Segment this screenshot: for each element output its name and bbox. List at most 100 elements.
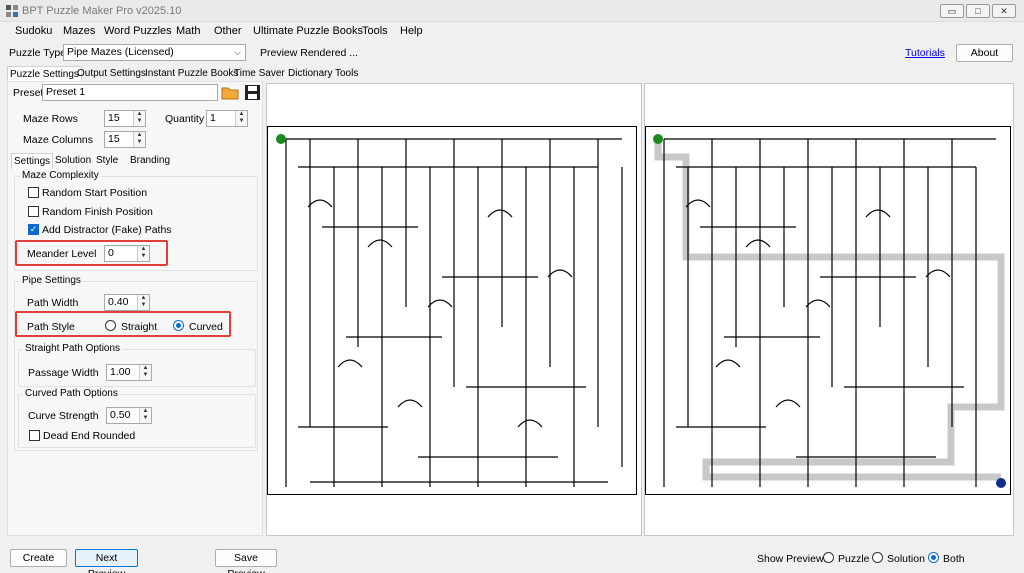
menu-mazes[interactable]: Mazes: [63, 25, 96, 37]
save-preview-button[interactable]: Save Preview: [215, 549, 277, 573]
sub-tabs: Settings Solution Style Branding: [11, 153, 171, 169]
tab-dictionary[interactable]: Dictionary: [288, 68, 333, 79]
meander-level-stepper[interactable]: 0 ▲▼: [104, 245, 150, 262]
menu-help[interactable]: Help: [400, 25, 423, 37]
tab-puzzle-settings[interactable]: Puzzle Settings: [7, 66, 82, 82]
path-width-stepper[interactable]: 0.40 ▲▼: [104, 294, 150, 311]
tab-settings[interactable]: Settings: [11, 153, 54, 169]
maze-columns-value: 15: [108, 133, 120, 145]
create-button[interactable]: Create: [10, 549, 67, 567]
passage-width-value: 1.00: [110, 366, 131, 378]
solution-maze: [645, 126, 1011, 495]
maze-rows-label: Maze Rows: [23, 113, 78, 125]
puzzle-type-label: Puzzle Type: [9, 47, 67, 59]
curved-label: Curved: [189, 321, 223, 333]
random-finish-checkbox[interactable]: [28, 206, 39, 217]
show-preview-label: Show Preview:: [757, 553, 827, 565]
puzzle-preview-pane: [266, 83, 642, 536]
preset-label: Preset: [13, 87, 44, 99]
solution-path: [654, 139, 1005, 481]
quantity-stepper[interactable]: 1 ▲▼: [206, 110, 248, 127]
maze-complexity-group: [14, 176, 258, 271]
meander-level-value: 0: [108, 247, 114, 259]
path-style-label: Path Style: [27, 321, 75, 333]
both-radio[interactable]: [928, 552, 939, 563]
finish-marker: [996, 478, 1006, 488]
menu-tools[interactable]: Tools: [362, 25, 388, 37]
dead-end-rounded-checkbox[interactable]: [29, 430, 40, 441]
tutorials-link[interactable]: Tutorials: [905, 47, 945, 59]
passage-width-stepper[interactable]: 1.00 ▲▼: [106, 364, 152, 381]
app-logo-icon: [6, 5, 18, 17]
menu-sudoku[interactable]: Sudoku: [15, 25, 53, 37]
passage-width-label: Passage Width: [28, 367, 99, 379]
distractor-label: Add Distractor (Fake) Paths: [42, 224, 172, 236]
puzzle-maze: [267, 126, 637, 495]
curved-radio[interactable]: [173, 320, 184, 331]
tab-branding[interactable]: Branding: [130, 155, 171, 166]
straight-options-group: [18, 349, 256, 387]
start-marker: [653, 134, 663, 144]
preset-value: Preset 1: [46, 86, 86, 98]
curve-strength-value: 0.50: [110, 409, 131, 421]
title-bar: BPT Puzzle Maker Pro v2025.10 ▭ □ ✕: [0, 0, 1024, 22]
maze-columns-stepper[interactable]: 15 ▲▼: [104, 131, 146, 148]
spinner-icon[interactable]: ▲▼: [137, 246, 149, 261]
menu-math[interactable]: Math: [176, 25, 201, 37]
maze-rows-stepper[interactable]: 15 ▲▼: [104, 110, 146, 127]
puzzle-radio[interactable]: [823, 552, 834, 563]
menu-other[interactable]: Other: [214, 25, 242, 37]
puzzle-type-dropdown[interactable]: Pipe Mazes (Licensed) ⌵: [63, 44, 246, 61]
tab-solution[interactable]: Solution: [55, 155, 92, 166]
tab-output-settings[interactable]: Output Settings: [77, 68, 146, 79]
curve-strength-stepper[interactable]: 0.50 ▲▼: [106, 407, 152, 424]
open-folder-icon[interactable]: [221, 84, 239, 101]
pipe-settings-group: [14, 281, 258, 451]
spinner-icon[interactable]: ▲▼: [139, 408, 151, 423]
path-width-label: Path Width: [27, 297, 79, 309]
maze-columns-label: Maze Columns: [23, 134, 94, 146]
straight-label: Straight: [121, 321, 158, 333]
menu-word-puzzles[interactable]: Word Puzzles: [104, 25, 172, 37]
tab-style[interactable]: Style: [96, 155, 119, 166]
straight-radio[interactable]: [105, 320, 116, 331]
about-button[interactable]: About: [956, 44, 1013, 62]
distractor-checkbox[interactable]: ✓: [28, 224, 39, 235]
tab-instant-puzzle-books[interactable]: Instant Puzzle Books: [145, 68, 239, 79]
random-start-label: Random Start Position: [42, 187, 148, 199]
maze-rows-value: 15: [108, 112, 120, 124]
save-icon[interactable]: [244, 84, 261, 101]
solution-maze-drawing: [653, 134, 1006, 488]
puzzle-maze-drawing: [276, 134, 623, 487]
maximize-button[interactable]: □: [966, 4, 990, 18]
solution-preview-pane: [644, 83, 1014, 536]
meander-level-label: Meander Level: [27, 248, 97, 260]
minimize-button[interactable]: ▭: [940, 4, 964, 18]
preset-input[interactable]: Preset 1: [42, 84, 218, 101]
maze-complexity-title: Maze Complexity: [20, 170, 101, 181]
spinner-icon[interactable]: ▲▼: [137, 295, 149, 310]
puzzle-radio-label: Puzzle: [838, 553, 870, 565]
tab-tools[interactable]: Tools: [335, 68, 359, 79]
highlight-box: [15, 311, 231, 337]
straight-options-title: Straight Path Options: [23, 343, 123, 354]
menu-bar: Sudoku Mazes Word Puzzles Math Other Ult…: [0, 22, 1024, 42]
random-finish-label: Random Finish Position: [42, 206, 153, 218]
path-width-value: 0.40: [108, 296, 129, 308]
spinner-icon[interactable]: ▲▼: [133, 111, 145, 126]
next-preview-button[interactable]: Next Preview: [75, 549, 138, 573]
curved-options-group: [18, 394, 256, 448]
spinner-icon[interactable]: ▲▼: [139, 365, 151, 380]
spinner-icon[interactable]: ▲▼: [235, 111, 247, 126]
quantity-value: 1: [210, 112, 216, 124]
curved-options-title: Curved Path Options: [23, 388, 120, 399]
random-start-checkbox[interactable]: [28, 187, 39, 198]
main-tabs: Puzzle Settings Output Settings Instant …: [7, 66, 367, 82]
solution-radio[interactable]: [872, 552, 883, 563]
preview-status: Preview Rendered ...: [260, 47, 359, 59]
tab-time-saver[interactable]: Time Saver: [234, 68, 285, 79]
solution-radio-label: Solution: [887, 553, 925, 565]
close-button[interactable]: ✕: [992, 4, 1016, 18]
menu-ultimate-puzzle-books[interactable]: Ultimate Puzzle Books: [253, 25, 364, 37]
spinner-icon[interactable]: ▲▼: [133, 132, 145, 147]
